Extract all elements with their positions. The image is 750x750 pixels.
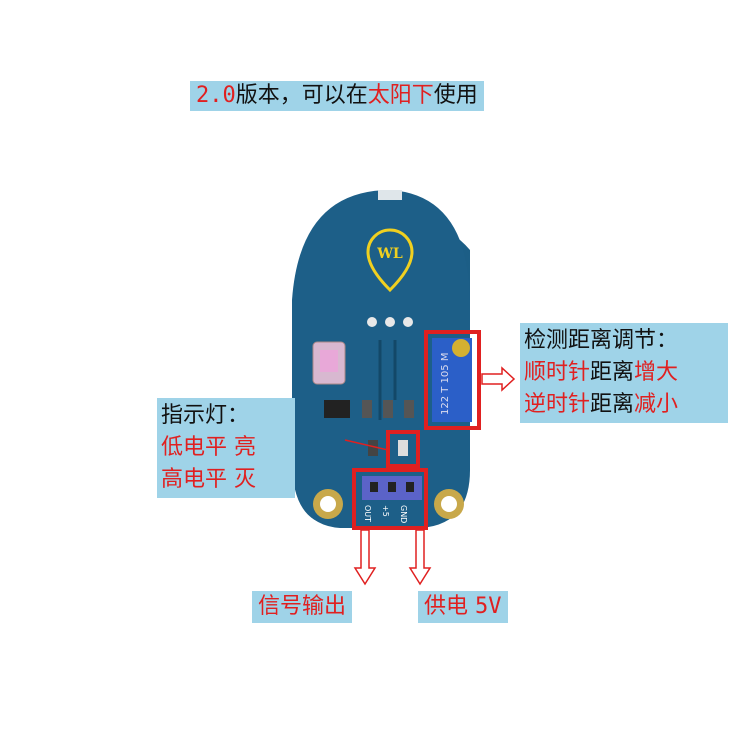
logo-pin-icon	[366, 228, 414, 293]
signal-output-label: 信号输出	[252, 591, 353, 623]
potentiometer-screw	[452, 339, 470, 357]
title-banner: 2.0版本，可以在太阳下使用	[190, 81, 484, 111]
indicator-line-2: 高电平 灭	[161, 467, 256, 492]
ic-chip	[324, 400, 350, 418]
pointer-line	[344, 439, 389, 451]
title-text-1: 版本，可以在	[235, 83, 368, 108]
arrow-right-icon	[481, 366, 516, 392]
indicator-led	[398, 440, 408, 456]
distance-line-2: 逆时针距离减小	[524, 392, 679, 417]
indicator-line-1: 低电平 亮	[161, 435, 256, 460]
highlight-led	[386, 430, 420, 468]
title-sunlight: 太阳下	[367, 83, 434, 108]
board-notch	[378, 190, 402, 200]
indicator-label: 指示灯： 低电平 亮 高电平 灭	[157, 398, 295, 498]
distance-heading: 检测距离调节：	[524, 328, 679, 353]
logo-text: WL	[376, 246, 403, 262]
pot-marking: 122 T 105 M	[440, 353, 451, 415]
version-number: 2.0	[196, 83, 236, 108]
pin-label-out: OUT	[363, 505, 372, 522]
pin-label-gnd: GND	[399, 505, 408, 523]
highlight-potentiometer	[424, 330, 481, 430]
highlight-pins	[352, 468, 428, 530]
distance-line-1: 顺时针距离增大	[524, 360, 679, 385]
title-text-2: 使用	[433, 83, 478, 108]
arrow-down-icon	[353, 529, 377, 586]
indicator-heading: 指示灯：	[161, 403, 250, 428]
arrow-down-icon	[408, 529, 432, 586]
power-supply-label: 供电 5V	[418, 591, 508, 623]
distance-adjust-label: 检测距离调节： 顺时针距离增大 逆时针距离减小	[520, 323, 728, 423]
pin-label-5v: +5	[381, 505, 390, 517]
